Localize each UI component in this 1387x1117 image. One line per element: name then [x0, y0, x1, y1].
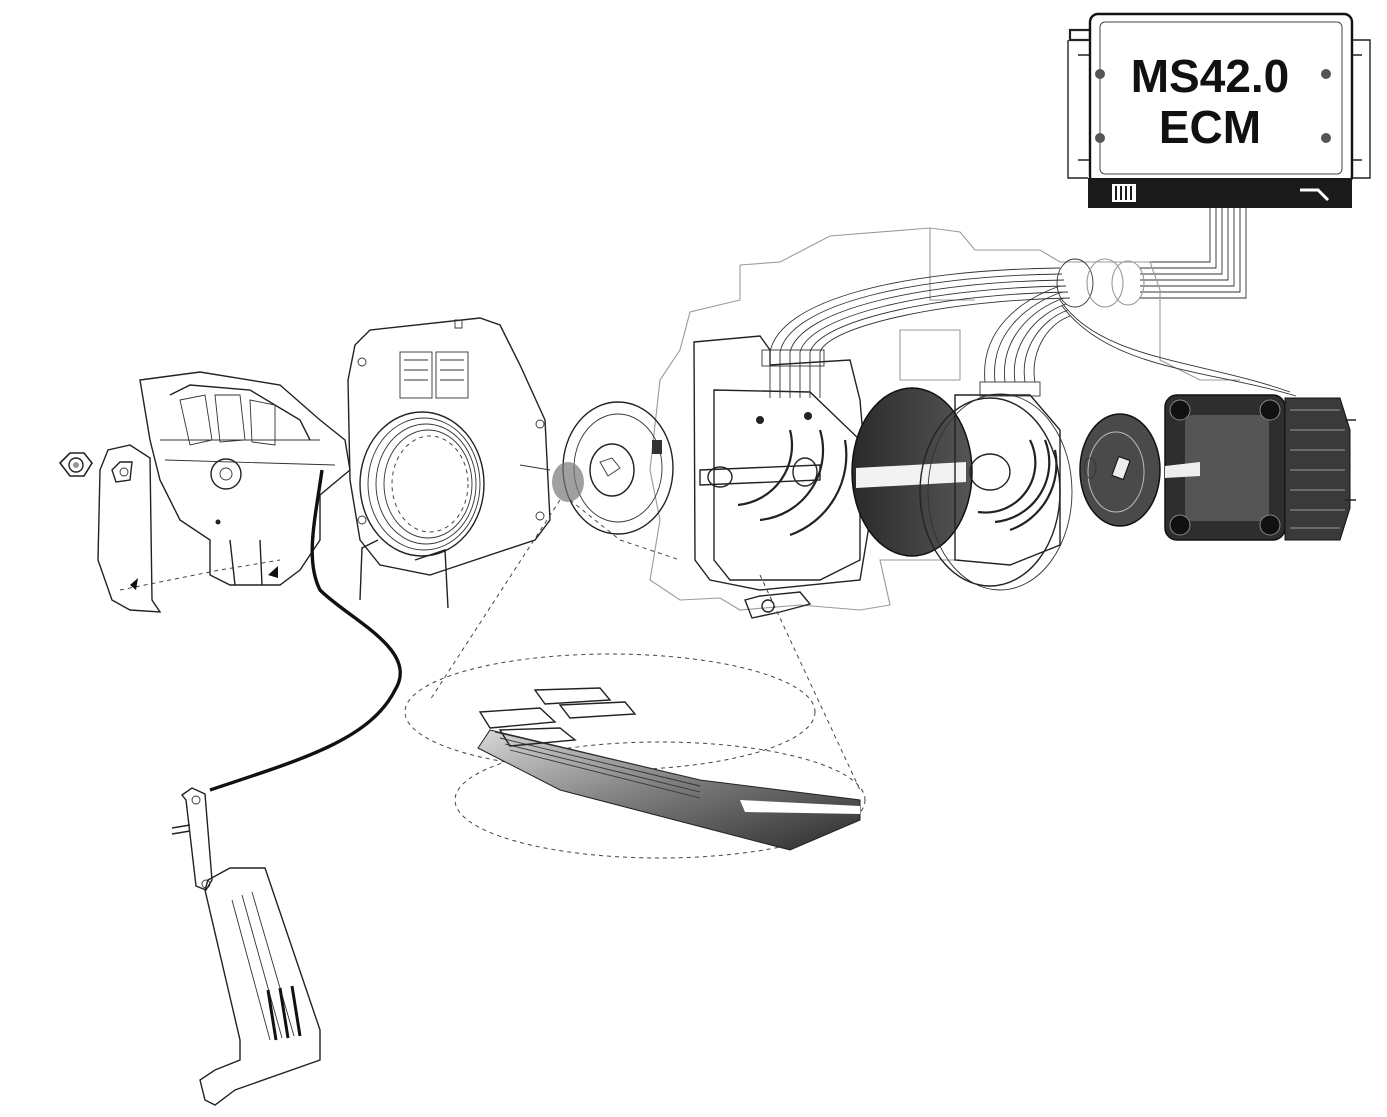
contact-wiper-detail-callout [404, 499, 866, 859]
position-sensor-magnet-disc [851, 387, 973, 557]
ecm-label-line2: ECM [1159, 101, 1261, 153]
ecm-module: MS42.0 ECM [1067, 12, 1371, 208]
throttle-lever-plate [97, 444, 281, 613]
throttle-pulley-assembly [139, 371, 351, 586]
throttle-motor [1164, 394, 1356, 541]
accelerator-cable [209, 469, 402, 792]
throttle-housing-outline [649, 227, 1240, 611]
return-spring-housing [347, 317, 551, 609]
throttle-shaft-housing [693, 335, 871, 619]
sensor-circuit-board [919, 381, 1073, 591]
motor-gear-rotor [1079, 413, 1161, 527]
coupling-disc [552, 401, 681, 561]
sensor-wiring [769, 258, 1297, 397]
ecm-label-line1: MS42.0 [1131, 50, 1290, 102]
accelerator-pedal [171, 787, 321, 1106]
retaining-nut [58, 452, 93, 477]
ecm-wiring-harness [1140, 208, 1247, 299]
